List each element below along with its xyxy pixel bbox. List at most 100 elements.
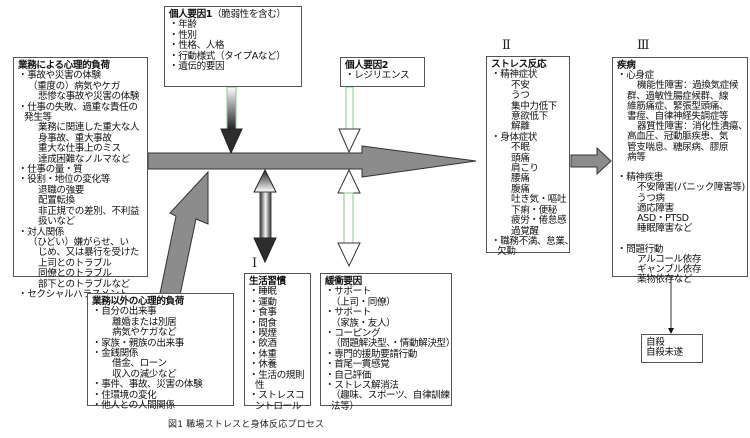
list-item: アルコール依存 [637,253,702,265]
list-item: ・喫煙 [249,328,277,340]
list-item: ・サポート [325,286,371,298]
stress-reaction-box: ストレス反応 ・精神症状不安うつ集中力低下意欲低下解離・身体症状不眠頭痛肩こり腰… [486,56,574,257]
work-stress-box: 業務による心理的負荷 ・事故や災害の体験（重度の）病気やケガ悲惨な事故や災害の体… [13,57,148,300]
list-item: 下痢・便秘 [511,204,557,216]
non-work-stress-list: ・自分の出来事離婚または別居病気やケガなど・家族・親族の出来事・金銭関係借金、ロ… [92,306,229,412]
figure-caption: 図1 職場ストレスと身体反応プロセス [168,420,325,430]
list-item: 業務に関連した重大な人 [38,122,140,134]
list-item: 病気やケガなど [112,327,177,339]
individual2-list: ・レジリエンス [345,70,420,81]
main-flow-arrow [147,145,477,178]
list-item: 収入の減少など [112,368,177,380]
list-item: （ひどい）嫌がらせ、い [28,236,129,248]
stress-reaction-title: ストレス反応 [491,59,547,70]
list-item: ・事件、事故、災害の体験 [92,379,203,391]
stress-reaction-list: ・精神症状不安うつ集中力低下意欲低下解離・身体症状不眠頭痛肩こり腰痛腹痛吐き気・… [491,69,574,257]
individual2-title: 個人要因2 [345,60,389,71]
list-item: ・仕事の量・質 [18,164,83,176]
list-item: 解離 [511,121,530,133]
list-item: ・精神疾患 [617,172,663,184]
reaction-to-disease-arrow [570,146,612,176]
non-work-stress-title: 業務以外の心理的負荷 [92,296,184,307]
individual1-subtitle: （脆弱性を含む） [212,9,286,20]
individual1-title: 個人要因1 [169,9,213,20]
list-item: 借金、ローン [112,358,167,370]
list-item: 自殺未遂 [646,347,683,359]
list-item: ・生活の規則 [249,369,305,381]
list-item: ・対人関係 [18,226,64,238]
list-item: ・行動様式（タイプAなど） [169,50,286,62]
list-item: ・自分の出来事 [92,306,157,318]
list-item: 法等） [331,400,359,412]
list-item: ギャンブル依存 [637,264,702,276]
list-item: 機能性障害：過換気症候 [637,80,739,92]
label-roman-2: Ⅱ [502,38,511,53]
list-item: ・心身症 [617,70,654,82]
list-item: うつ病 [637,192,665,204]
list-item: ・家族・親族の出来事 [92,337,184,349]
list-item: ・間食 [249,317,277,329]
list-item: 部下とのトラブルなど [38,278,130,290]
buffer-double-arrow [337,168,361,268]
list-item: うつ [511,90,530,102]
list-item: 薬物依存など [637,274,693,286]
list-item: （家族・友人） [331,317,396,329]
list-item: ・専門的援助要請行動 [325,348,417,360]
list-item: 書痙、自律神経失調症等 [627,111,729,123]
list-item: 不眠 [511,142,530,154]
list-item: 離婚または別居 [112,316,177,328]
list-item: （上司・同僚） [331,296,396,308]
list-item: 肩こり [511,163,539,175]
label-roman-3: Ⅲ [637,38,650,53]
work-stress-list: ・事故や災害の体験（重度の）病気やケガ悲惨な事故や災害の体験・仕事の失敗、過重な… [18,70,143,300]
list-item: 重大な仕事上のミス [38,143,121,155]
list-item: 睡眠障害など [637,223,693,235]
list-item: （問題解決型、・情動解決型） [331,338,455,350]
list-item: ・運動 [249,296,277,308]
list-item: ・仕事の失敗、過重な責任の [18,101,138,113]
list-item: ・精神症状 [491,69,537,81]
list-item: ・身体症状 [491,131,537,143]
list-item: ・性格、人格 [169,40,225,52]
list-item: ・休養 [249,359,277,371]
list-item: ・体重 [249,348,277,360]
list-item: ・金銭関係 [92,348,138,360]
buffer-box: 緩衝要因 ・サポート（上司・同僚）・サポート（家族・友人）・コーピング（問題解決… [320,273,455,412]
list-item: 上司とのトラブル [38,257,112,269]
buffer-list: ・サポート（上司・同僚）・サポート（家族・友人）・コーピング（問題解決型、・情動… [325,286,455,412]
list-item: 集中力低下 [511,100,557,112]
list-item: ・食事 [249,307,277,319]
list-item: ・睡眠 [249,286,277,298]
individual2-down-arrow [338,86,361,154]
individual1-box: 個人要因1（脆弱性を含む） ・年齢・性別・性格、人格・行動様式（タイプAなど）・… [164,6,302,87]
list-item: （趣味、スポーツ、自律訓練 [331,390,450,402]
list-item: 病等 [627,151,646,163]
list-item: 適応障害 [637,202,674,214]
list-item: 身事故、重大事故 [38,132,112,144]
individual1-list: ・年齢・性別・性格、人格・行動様式（タイプAなど）・遺伝的要因 [169,19,297,72]
list-item: 管支喘息、糖尿病、膠原 [627,141,729,153]
list-item: 高血圧、冠動脈疾患、気 [627,131,729,143]
work-stress-title: 業務による心理的負荷 [18,60,110,71]
lifestyle-double-arrow [253,168,277,264]
list-item: 性 [255,380,265,392]
list-item: ・職務不満、怠業、 [491,235,574,247]
list-item: 腰痛 [511,173,530,185]
list-item: 同僚とのトラブル [38,268,112,280]
list-item: 頭痛 [511,152,530,164]
list-item: 器質性障害：消化性潰瘍、 [637,121,748,133]
list-item: ・他人との人間関係 [92,400,175,412]
lifestyle-title: 生活習慣 [249,276,286,287]
buffer-title: 緩衝要因 [325,276,362,287]
disease-list: ・心身症機能性障害：過換気症候群、過敏性腸症候群、線維筋痛症、緊張型頭痛、書痙、… [617,70,748,286]
list-item: 不安 [511,79,530,91]
non-work-stress-box: 業務以外の心理的負荷 ・自分の出来事離婚または別居病気やケガなど・家族・親族の出… [87,293,234,411]
lifestyle-box: 生活習慣 ・睡眠・運動・食事・間食・喫煙・飲酒・体重・休養・生活の規則性・ストレ… [244,273,311,412]
list-item: ASD・PTSD [637,213,689,225]
list-item: 疲労・倦怠感 [511,215,567,227]
label-roman-1: Ⅰ [252,256,258,271]
list-item: 扱いなど [38,216,75,228]
list-item: ・役割・地位の変化等 [18,174,110,186]
list-item: ントロール [255,400,301,412]
list-item: ・事故や災害の体験 [18,70,101,82]
